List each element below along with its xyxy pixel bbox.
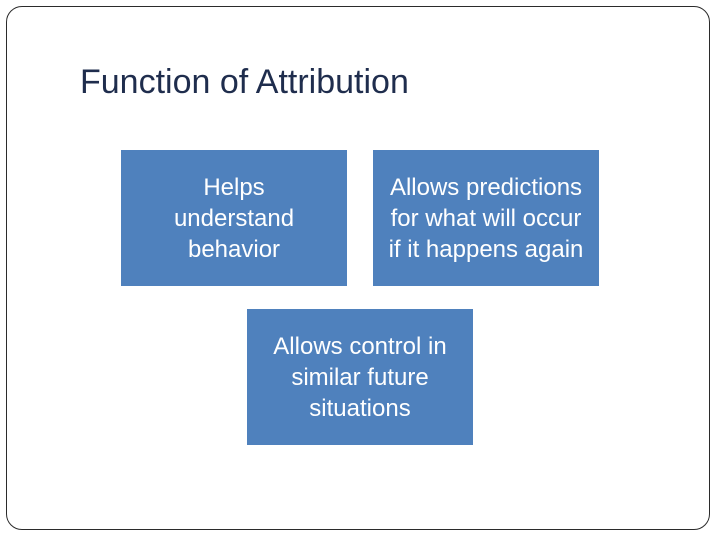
slide-title: Function of Attribution bbox=[80, 63, 409, 101]
attribution-box-predictions: Allows predictions for what will occur i… bbox=[373, 150, 599, 286]
box-text: Helps understand behavior bbox=[173, 173, 295, 263]
slide-frame bbox=[6, 6, 710, 530]
box-text: Allows predictions for what will occur i… bbox=[388, 173, 584, 263]
box-text: Allows control in similar future situati… bbox=[273, 332, 447, 422]
attribution-box-understand: Helps understand behavior bbox=[121, 150, 347, 286]
attribution-box-control: Allows control in similar future situati… bbox=[247, 309, 473, 445]
